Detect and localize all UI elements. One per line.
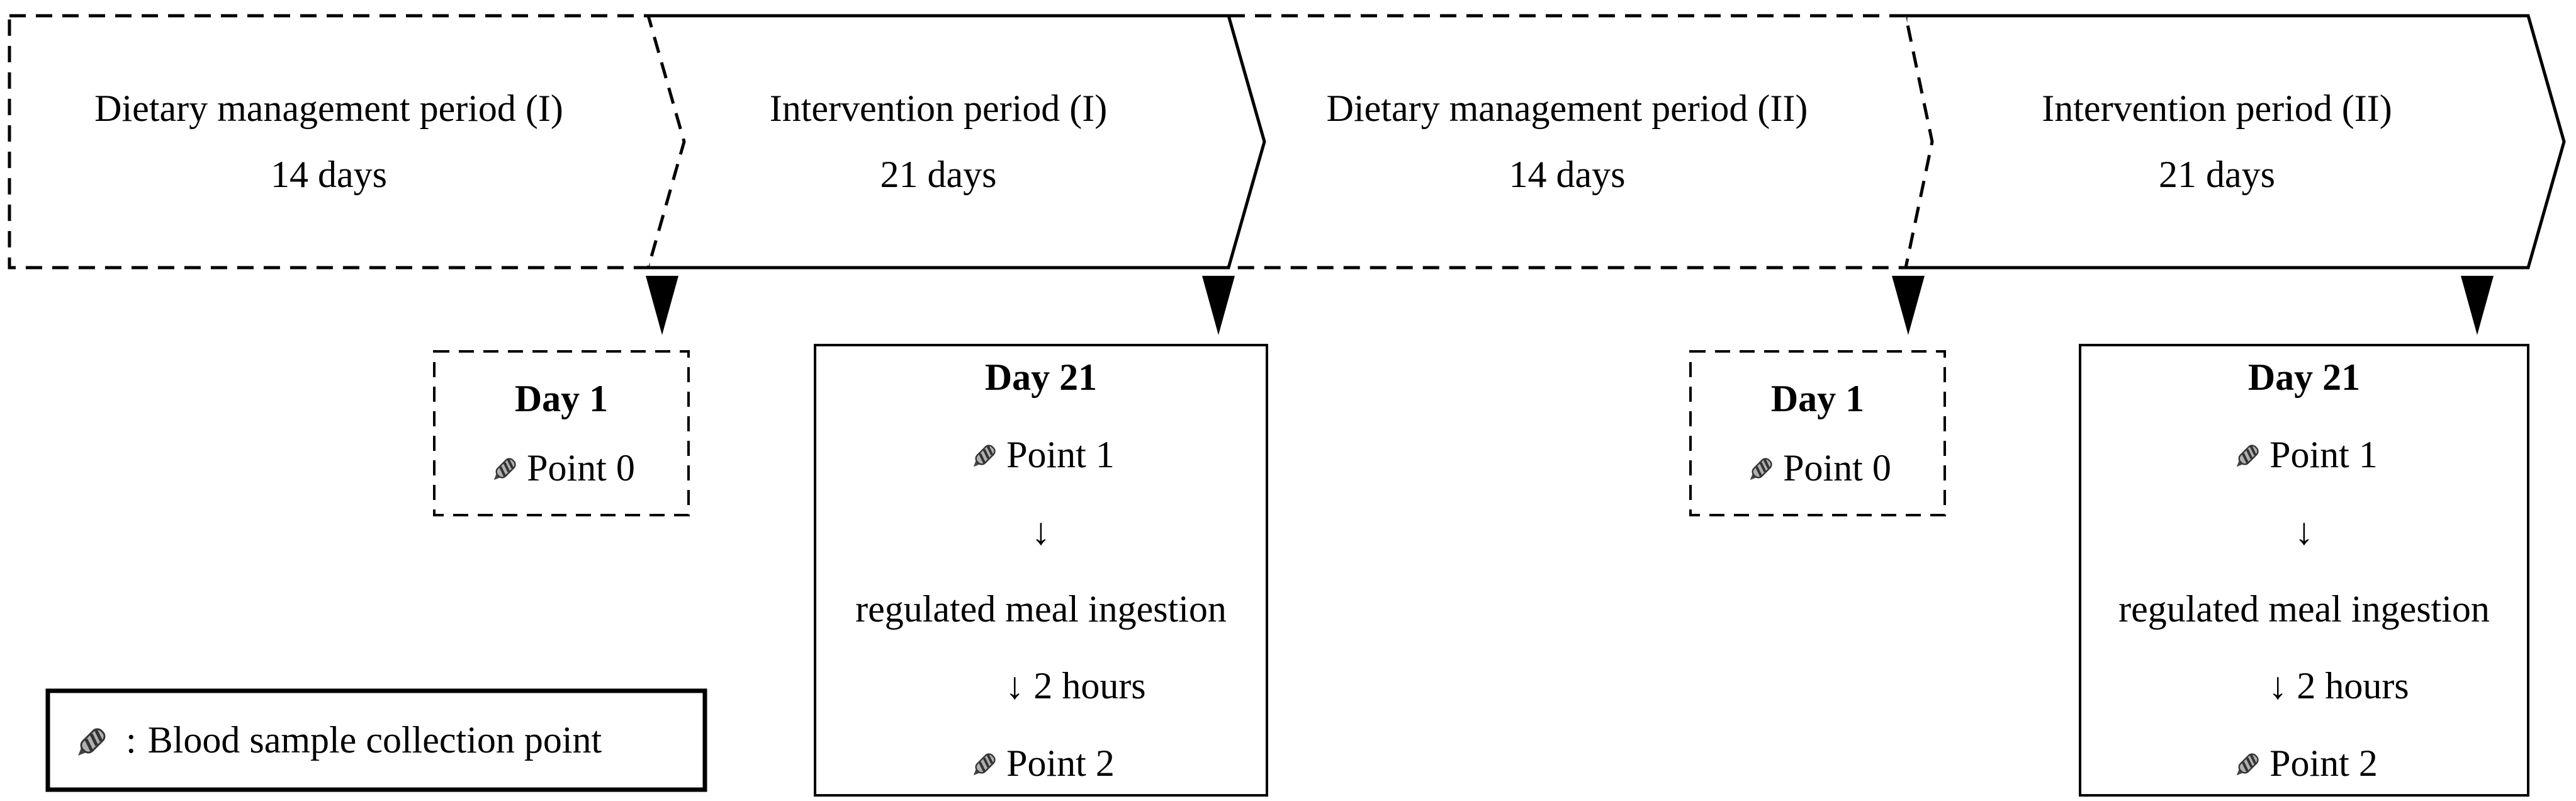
blood-sample-icon bbox=[2230, 436, 2267, 473]
period-duration: 21 days bbox=[880, 154, 997, 195]
day1-sample-box-2: Day 1 Point 0 bbox=[1690, 351, 1945, 515]
day21-box-outline-2 bbox=[2079, 344, 2529, 797]
legend-box: : Blood sample collection point bbox=[48, 691, 705, 790]
point-label: Point 2 bbox=[1006, 742, 1115, 784]
meal-text: regulated meal ingestion bbox=[855, 588, 1227, 630]
day1-box-outline-1 bbox=[433, 350, 690, 516]
legend-label: Blood sample collection point bbox=[147, 719, 602, 761]
arrow-down-marker-1 bbox=[646, 276, 678, 335]
day21-box-outline-1 bbox=[814, 344, 1268, 797]
period-title: Dietary management period (I) bbox=[94, 87, 563, 129]
period-1-label: Dietary management period (I) 14 days bbox=[9, 16, 648, 268]
blood-sample-icon bbox=[488, 450, 524, 486]
point-label: Point 1 bbox=[2269, 433, 2378, 475]
point-label: Point 0 bbox=[1783, 447, 1891, 489]
period-4-label: Intervention period (II) 21 days bbox=[1906, 16, 2528, 268]
wait-text: ↓ 2 hours bbox=[2268, 665, 2409, 707]
period-duration: 21 days bbox=[2159, 154, 2275, 195]
wait-text: ↓ 2 hours bbox=[1005, 665, 1146, 707]
blood-sample-icon bbox=[967, 745, 1004, 781]
arrow-down-marker-4 bbox=[2461, 276, 2494, 335]
period-title: Dietary management period (II) bbox=[1326, 87, 1808, 129]
arrow-down-marker-3 bbox=[1892, 276, 1925, 335]
point-label: Point 2 bbox=[2269, 742, 2378, 784]
point1-line: Point 1 bbox=[967, 434, 1115, 475]
point-label: Point 0 bbox=[527, 447, 635, 489]
day21-sample-box-2: Day 21 Point 1 ↓ regulated meal ingestio… bbox=[2080, 345, 2528, 795]
blood-sample-icon bbox=[2230, 745, 2267, 781]
point-label: Point 1 bbox=[1006, 433, 1115, 475]
point0-line: Point 0 bbox=[1744, 447, 1891, 489]
day-label: Day 1 bbox=[514, 378, 609, 419]
legend-separator: : bbox=[126, 719, 137, 761]
period-3-label: Dietary management period (II) 14 days bbox=[1229, 16, 1906, 268]
day-label: Day 21 bbox=[2247, 356, 2361, 398]
day-label: Day 1 bbox=[1770, 378, 1865, 419]
down-arrow-glyph: ↓ bbox=[1032, 511, 1050, 553]
point2-line: Point 2 bbox=[2230, 742, 2378, 784]
arrow-down-marker-2 bbox=[1202, 276, 1235, 335]
period-title: Intervention period (II) bbox=[2042, 87, 2392, 129]
period-duration: 14 days bbox=[271, 154, 387, 195]
day1-sample-box-1: Day 1 Point 0 bbox=[434, 351, 689, 515]
blood-sample-icon bbox=[70, 718, 116, 763]
day1-box-outline-2 bbox=[1689, 350, 1946, 516]
point2-line: Point 2 bbox=[967, 742, 1115, 784]
period-duration: 14 days bbox=[1509, 154, 1626, 195]
day-label: Day 21 bbox=[984, 356, 1098, 398]
day21-sample-box-1: Day 21 Point 1 ↓ regulated meal ingestio… bbox=[815, 345, 1267, 795]
period-title: Intervention period (I) bbox=[769, 87, 1108, 129]
legend-box-outline bbox=[45, 688, 707, 792]
meal-text: regulated meal ingestion bbox=[2118, 588, 2490, 630]
down-arrow-glyph: ↓ bbox=[2295, 511, 2314, 553]
period-2-label: Intervention period (I) 21 days bbox=[648, 16, 1229, 268]
point0-line: Point 0 bbox=[488, 447, 635, 489]
blood-sample-icon bbox=[1744, 450, 1780, 486]
point1-line: Point 1 bbox=[2230, 434, 2378, 475]
period-chevron-1 bbox=[8, 14, 686, 270]
blood-sample-icon bbox=[967, 436, 1004, 473]
